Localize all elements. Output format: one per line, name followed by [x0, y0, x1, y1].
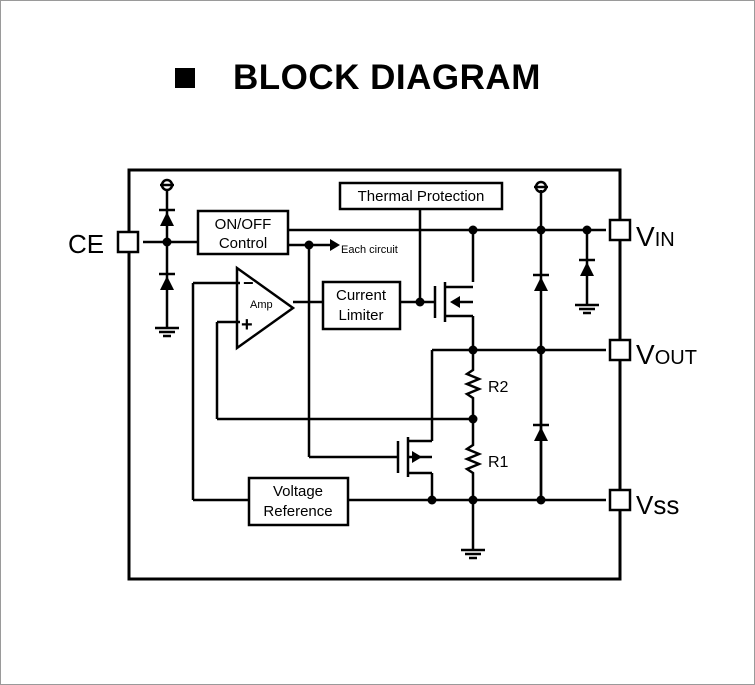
voltage-reference-box — [247, 476, 350, 527]
vin-label: VIN — [636, 221, 675, 252]
title-text: BLOCK DIAGRAM — [233, 58, 541, 97]
ground-symbols — [153, 303, 601, 560]
amp-minus-sign: − — [243, 273, 254, 293]
on-off-line2: Control — [219, 235, 267, 252]
each-circuit-label: Each circuit — [341, 244, 398, 256]
on-off-line1: ON/OFF — [215, 216, 272, 233]
amp-plus-sign: + — [241, 314, 253, 336]
nmos-arrow — [412, 451, 422, 463]
r1-label: R1 — [488, 454, 509, 471]
current-limiter-box — [321, 280, 402, 331]
voltage-reference-line2: Reference — [263, 503, 332, 520]
vin-sub: IN — [655, 229, 675, 251]
vout-main: V — [636, 339, 655, 370]
junction-dots — [162, 225, 592, 505]
vin-main: V — [636, 221, 655, 252]
vout-pin — [608, 338, 632, 362]
vin-pin — [608, 218, 632, 242]
vss-pin — [608, 488, 632, 512]
voltage-reference-line1: Voltage — [273, 483, 323, 500]
on-off-control-box — [196, 209, 290, 256]
amp-label: Amp — [250, 299, 273, 311]
ce-upper-diode — [160, 212, 174, 226]
each-circuit-arrow — [330, 239, 340, 251]
vin-cap-diode — [580, 262, 594, 276]
r2-label: R2 — [488, 379, 509, 396]
thermal-protection-label: Thermal Protection — [358, 188, 485, 205]
vss-label: Vss — [636, 490, 679, 520]
vin-upper-diode — [534, 277, 548, 291]
vout-sub: OUT — [655, 347, 697, 369]
diodes — [160, 212, 594, 463]
ce-pin — [116, 230, 140, 254]
error-amplifier — [235, 265, 296, 351]
vout-label: VOUT — [636, 339, 697, 370]
pmos-arrow — [450, 296, 460, 308]
vin-lower-diode — [534, 427, 548, 441]
ce-lower-diode — [160, 276, 174, 290]
page-title: BLOCK DIAGRAM — [175, 56, 541, 100]
ce-label: CE — [68, 229, 104, 259]
current-limiter-line1: Current — [336, 287, 387, 304]
title-bullet — [175, 68, 195, 88]
ic-outline — [127, 168, 622, 581]
current-limiter-line2: Limiter — [338, 307, 383, 324]
